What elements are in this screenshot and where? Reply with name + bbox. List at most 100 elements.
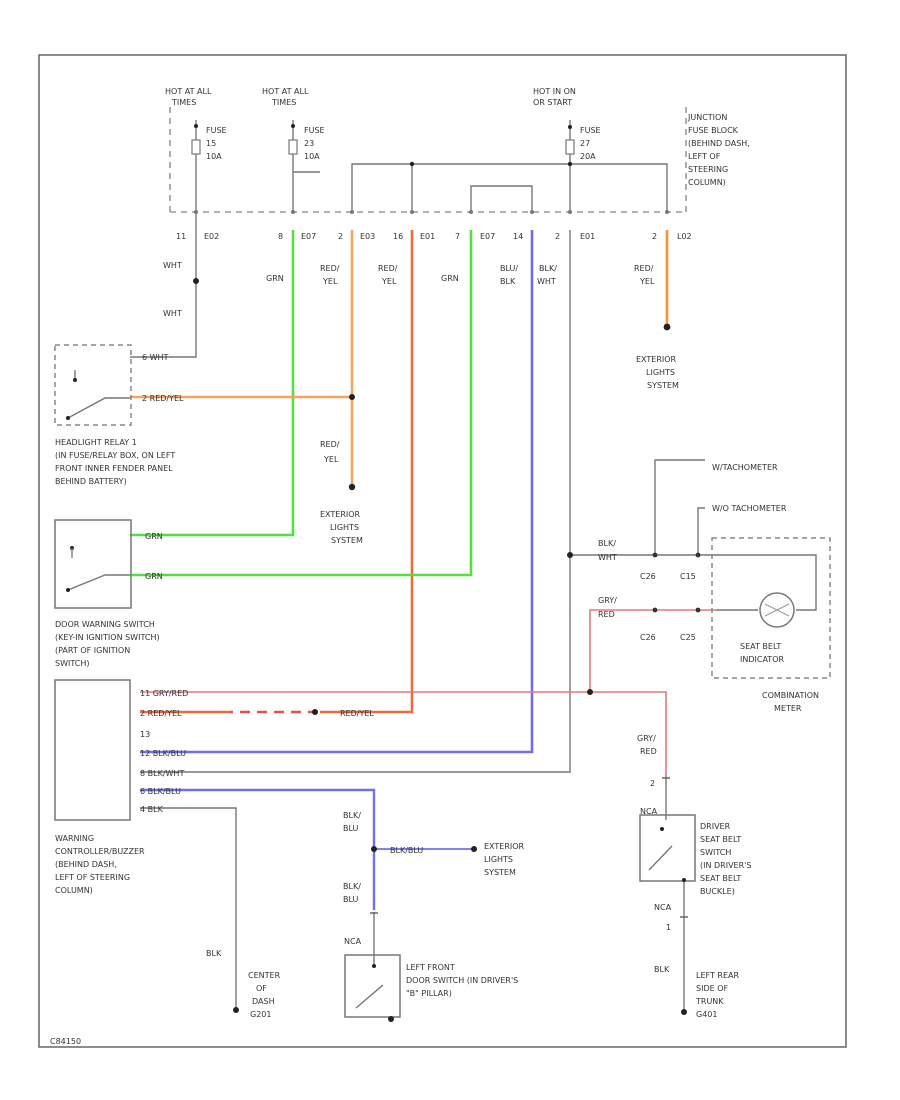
svg-text:BLK/: BLK/ [598,539,616,548]
hot-label-1a: HOT AT ALL [165,87,212,96]
svg-text:BLK: BLK [206,949,222,958]
svg-text:LIGHTS: LIGHTS [484,855,513,864]
svg-text:BLK/BLU: BLK/BLU [390,846,423,855]
wo-tach-label: W/O TACHOMETER [712,504,787,513]
svg-text:SEAT BELT: SEAT BELT [700,835,741,844]
bus-splice-2 [567,161,573,167]
seat-belt-indicator-label: SEAT BELT [740,642,781,651]
wire-color-labels: WHT WHT GRN RED/ YEL RED/ YEL GRN BLU/ B… [163,261,672,974]
svg-text:8: 8 [278,232,283,241]
svg-text:11 GRY/RED: 11 GRY/RED [140,689,188,698]
svg-text:OF: OF [256,984,267,993]
fuse-15 [191,120,201,210]
footer-code: C84150 [50,1037,81,1046]
w-tach-label: W/TACHOMETER [712,463,778,472]
svg-text:SWITCH): SWITCH) [55,659,90,668]
svg-text:E01: E01 [580,232,595,241]
svg-text:6 WHT: 6 WHT [142,353,169,362]
svg-text:BEHIND BATTERY): BEHIND BATTERY) [55,477,127,486]
svg-text:RED/: RED/ [320,440,340,449]
svg-text:BLK/: BLK/ [539,264,557,273]
svg-text:2: 2 [652,232,657,241]
svg-text:BLU: BLU [343,824,359,833]
wire-w-tach [654,459,705,555]
connector-markers [370,777,688,918]
term-exterior-2 [471,846,477,852]
term-exterior-1 [348,483,356,491]
wire-gry-red-meter [589,609,716,692]
exterior-lights-2: EXTERIOR [484,842,525,851]
svg-text:DASH: DASH [252,997,275,1006]
svg-text:C15: C15 [680,572,696,581]
splice-blk-wht [567,552,573,558]
svg-text:INDICATOR: INDICATOR [740,655,784,664]
svg-text:RED/: RED/ [378,264,398,273]
svg-text:E03: E03 [360,232,375,241]
svg-text:JUNCTION: JUNCTION [687,113,727,122]
svg-text:C26: C26 [640,633,656,642]
fuse-15-label: FUSE [206,126,227,135]
left-front-door-label: LEFT FRONT [406,963,455,972]
svg-text:16: 16 [393,232,403,241]
combination-meter [711,537,831,679]
svg-text:BLK/: BLK/ [343,811,361,820]
exterior-lights-1: EXTERIOR [320,510,361,519]
junction-box-label: JUNCTION FUSE BLOCK (BEHIND DASH, LEFT O… [687,113,750,187]
fuse-27-label: FUSE [580,126,601,135]
svg-text:YEL: YEL [639,277,655,286]
wht-inline-dot [193,278,199,284]
meter-pin-dots [652,552,701,613]
splice-gry-red [587,689,593,695]
junction-bus [351,163,668,210]
driver-seat-belt-switch [639,814,696,882]
svg-text:(IN DRIVER'S: (IN DRIVER'S [700,861,751,870]
svg-text:FRONT INNER FENDER PANEL: FRONT INNER FENDER PANEL [55,464,173,473]
svg-text:GRN: GRN [441,274,459,283]
ground-g201 [233,1007,239,1013]
wire-wht [130,212,197,358]
svg-text:RED/: RED/ [634,264,654,273]
svg-text:LEFT OF: LEFT OF [688,152,721,161]
hot-label-1b: TIMES [171,98,196,107]
junction-box-outline [169,105,687,213]
door-warning-switch [54,519,132,609]
svg-text:C25: C25 [680,633,696,642]
svg-text:4 BLK: 4 BLK [140,805,164,814]
splice-red-yel [349,394,355,400]
svg-text:WHT: WHT [598,553,617,562]
svg-text:E07: E07 [480,232,495,241]
svg-text:14: 14 [513,232,523,241]
wire-red-yel-2 [320,230,414,714]
svg-text:GRY/: GRY/ [598,596,617,605]
exterior-lights-3: EXTERIOR [636,355,677,364]
svg-text:2: 2 [338,232,343,241]
hot-label-3a: HOT IN ON [533,87,576,96]
splice-red-yel-2 [312,709,318,715]
power-labels: HOT AT ALL TIMES HOT AT ALL TIMES HOT IN… [165,87,601,161]
svg-text:SYSTEM: SYSTEM [647,381,679,390]
svg-text:METER: METER [774,704,802,713]
left-front-door-switch [344,954,401,1022]
wire-wo-tach [697,507,705,555]
svg-text:E07: E07 [301,232,316,241]
fuse-23 [288,120,320,210]
fuse-23-label: FUSE [304,126,325,135]
svg-text:SYSTEM: SYSTEM [484,868,516,877]
fuse-27-amp: 20A [580,152,596,161]
splice-blk-blu [371,846,377,852]
svg-text:BLK: BLK [654,965,670,974]
svg-text:DOOR SWITCH (IN DRIVER'S: DOOR SWITCH (IN DRIVER'S [406,976,518,985]
svg-text:8 BLK/WHT: 8 BLK/WHT [140,769,184,778]
svg-text:FUSE BLOCK: FUSE BLOCK [688,126,739,135]
svg-text:SIDE OF: SIDE OF [696,984,728,993]
svg-text:(BEHIND DASH,: (BEHIND DASH, [688,139,750,148]
svg-text:RED/: RED/ [320,264,340,273]
controller-pin-labels: 11 GRY/RED 2 RED/YEL 13 12 BLK/BLU 8 BLK… [140,689,188,814]
svg-text:BLU/: BLU/ [500,264,518,273]
wire-blk-ground [140,807,237,1010]
svg-text:SEAT BELT: SEAT BELT [700,874,741,883]
svg-text:BLK/: BLK/ [343,882,361,891]
svg-text:COLUMN): COLUMN) [55,886,93,895]
svg-text:NCA: NCA [654,903,672,912]
